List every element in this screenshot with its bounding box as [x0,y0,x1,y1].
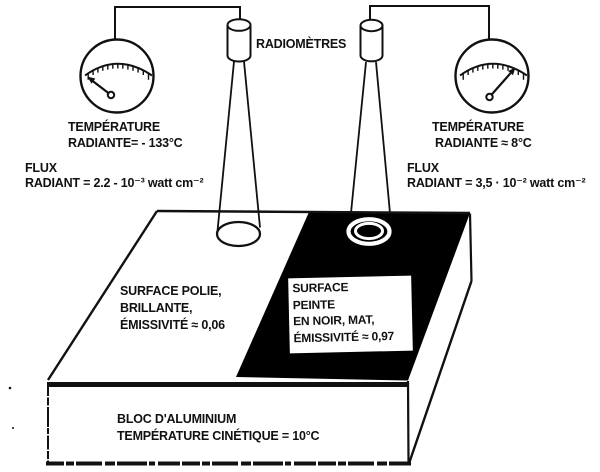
left-temperature-label: TEMPÉRATURE RADIANTE= - 133°C [68,119,183,151]
left-flux-label: FLUX RADIANT = 2.2 - 10⁻³ watt cm⁻² [25,161,204,191]
gauge-right-ticks [462,64,525,80]
beam-spot-left [215,220,262,248]
block-label: BLOC D'ALUMINIUM TEMPÉRATURE CINÉTIQUE =… [117,411,320,445]
right-temperature-line2: RADIANTE ≈ 8°C [435,136,532,150]
surface-left-line1: SURFACE POLIE, [120,284,222,298]
beam-spot-right [346,217,392,246]
cone-right [348,61,392,229]
block-side-face [408,213,472,462]
left-temperature-line2: RADIANTE= - 133°C [68,136,183,150]
block-edges [46,209,473,466]
left-flux-line1: FLUX [25,161,57,175]
scan-specks [8,386,14,429]
block-label-line1: BLOC D'ALUMINIUM [117,412,237,426]
surface-left-line2: BRILLANTE, [120,301,193,315]
wire-left [114,6,241,40]
wire-right [369,5,490,39]
cone-left [216,61,261,232]
right-flux-line2: RADIANT = 3,5 · 10⁻² watt cm⁻² [407,176,586,190]
gauge-right-needle [485,67,516,102]
surface-right-label-box: SURFACE PEINTE EN NOIR, MAT, ÉMISSIVITÉ … [288,275,413,354]
right-temperature-label: TEMPÉRATURE RADIANTE ≈ 8°C [432,119,532,151]
gauge-right [454,38,530,114]
right-flux-label: FLUX RADIANT = 3,5 · 10⁻² watt cm⁻² [407,161,586,191]
gauge-left-ticks [87,64,150,80]
right-temperature-line1: TEMPÉRATURE [432,120,525,134]
block-front-face [48,381,408,462]
gauge-left-needle [87,76,116,100]
block-label-line2: TEMPÉRATURE CINÉTIQUE = 10°C [117,429,320,443]
radiometers-label: RADIOMÈTRES [256,37,347,51]
surface-right-line4: ÉMISSIVITÉ ≈ 0,97 [293,328,395,345]
right-flux-line1: FLUX [407,161,439,175]
radiometer-cylinder-left [226,18,252,63]
left-flux-line2: RADIANT = 2.2 - 10⁻³ watt cm⁻² [25,176,204,190]
surface-left-label: SURFACE POLIE, BRILLANTE, ÉMISSIVITÉ ≈ 0… [120,283,225,334]
gauge-left [79,38,155,114]
gauge-right-scale-arc [459,62,528,77]
surface-left-line3: ÉMISSIVITÉ ≈ 0,06 [120,318,225,332]
left-temperature-line1: TEMPÉRATURE [68,120,161,134]
gauge-left-scale-arc [84,62,153,77]
radiometer-cylinder-right [359,18,384,63]
